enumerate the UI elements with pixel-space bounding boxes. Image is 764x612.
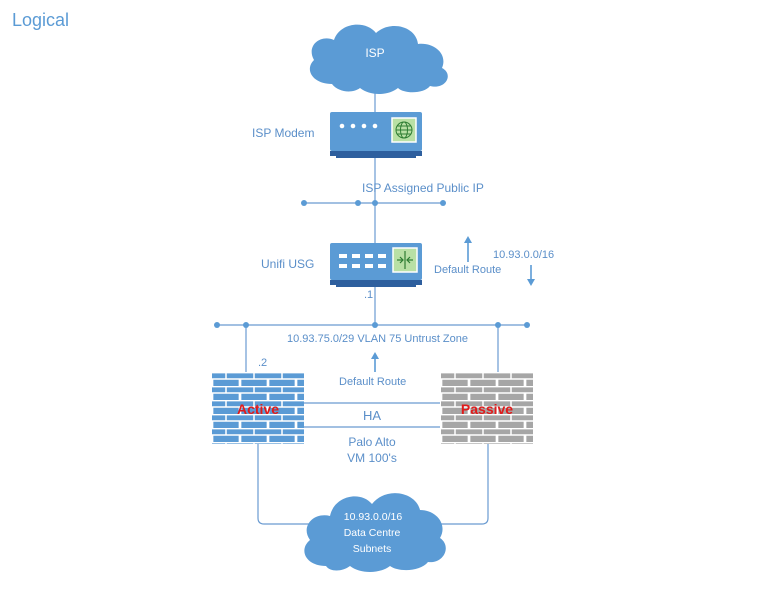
usg-ports [339,254,386,268]
passive-firewall-icon [441,372,533,444]
fw-default-route-arrow [371,352,379,372]
segment-dot [524,322,530,328]
vlan-label: 10.93.75.0/29 VLAN 75 Untrust Zone [287,333,468,345]
palo-model-label: VM 100's [347,451,397,465]
diagram-title: Logical [12,10,69,30]
usg-label: Unifi USG [261,257,314,271]
usg-default-route-label: Default Route [434,264,501,276]
active-label: Active [237,401,279,417]
public-ip-label: ISP Assigned Public IP [362,181,484,195]
fw-default-route-label: Default Route [339,376,406,388]
segment-dot [301,200,307,206]
dc-subnets-label: Subnets [353,543,392,555]
data-centre-cloud-icon: 10.93.0.0/16 Data Centre Subnets [304,493,446,572]
ha-label: HA [363,408,381,423]
palo-alto-label: Palo Alto [348,435,396,449]
segment-dot [495,322,501,328]
active-firewall-icon [212,372,304,444]
isp-cloud-icon: ISP [309,24,448,95]
segment-dot [372,200,378,206]
arrow-down-icon [527,279,535,286]
dc-name-label: Data Centre [344,527,401,539]
globe-icon [395,121,413,139]
segment-dot [372,322,378,328]
dc-net-label: 10.93.0.0/16 [344,511,403,523]
active-to-dc-line [257,443,318,525]
segment-dot [355,200,361,206]
fw-ip-label: .2 [258,357,267,369]
passive-label: Passive [461,401,513,417]
usg-router-icon [330,243,422,287]
switch-arrows-icon [397,251,413,269]
segment-dots [214,200,530,328]
segment-dot [440,200,446,206]
isp-cloud-label: ISP [365,46,384,60]
arrow-up-icon [371,352,379,359]
isp-modem-icon [330,112,422,158]
route-arrows [464,236,535,286]
segment-dot [214,322,220,328]
isp-modem-label: ISP Modem [252,126,314,140]
arrow-up-icon [464,236,472,243]
usg-route-net-label: 10.93.0.0/16 [493,249,554,261]
usg-ip-label: .1 [364,289,373,301]
passive-to-dc-line [428,443,489,525]
segment-dot [243,322,249,328]
